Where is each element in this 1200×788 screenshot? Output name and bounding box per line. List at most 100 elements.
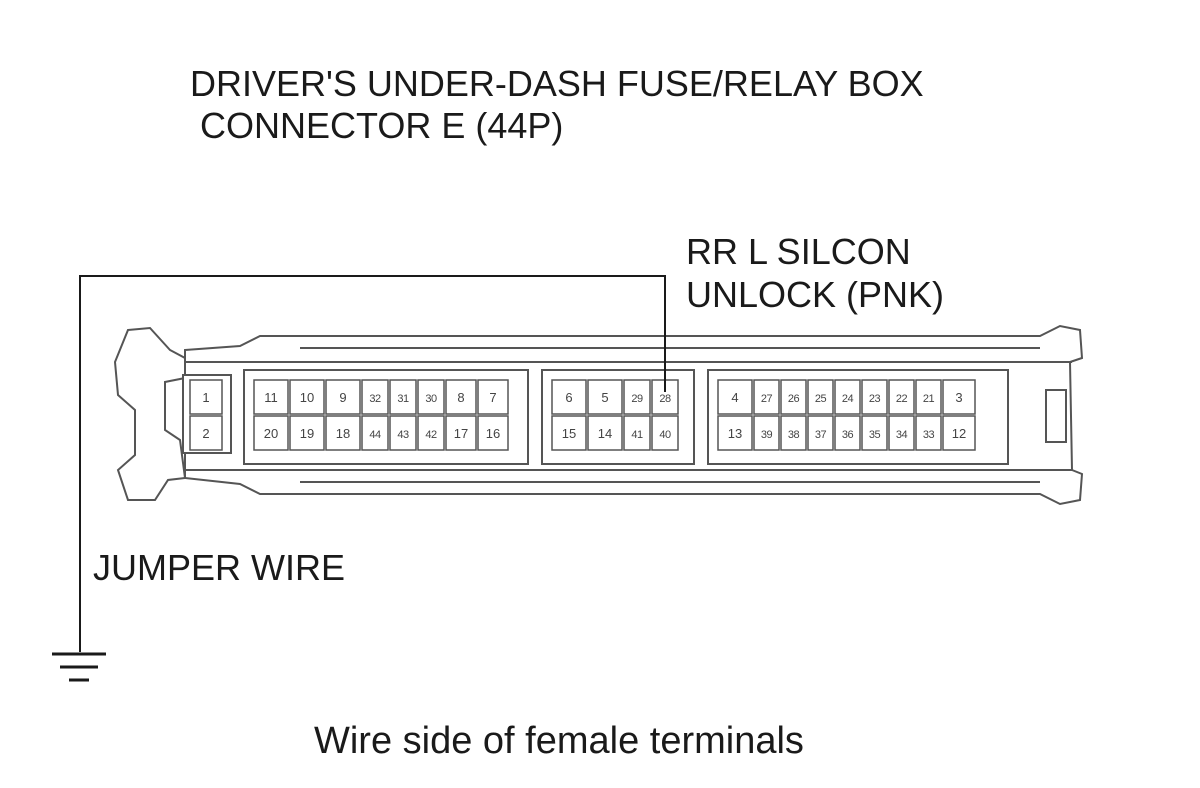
terminal-label-44: 44 [369, 429, 381, 441]
terminal-label-9: 9 [339, 390, 346, 405]
terminal-label-22: 22 [896, 393, 908, 405]
terminal-label-36: 36 [842, 429, 854, 441]
title-line-1: DRIVER'S UNDER-DASH FUSE/RELAY BOX [190, 63, 924, 104]
terminal-cell-27 [753, 379, 780, 415]
terminal-cell-10 [289, 379, 325, 415]
jumper-wire [79, 275, 666, 652]
terminal-label-43: 43 [397, 429, 409, 441]
terminal-label-40: 40 [659, 429, 671, 441]
terminal-label-31: 31 [397, 393, 409, 405]
terminal-label-6: 6 [565, 390, 572, 405]
terminal-cell-35 [861, 415, 888, 451]
terminal-label-3: 3 [955, 390, 962, 405]
terminal-label-7: 7 [489, 390, 496, 405]
terminal-cell-44 [361, 415, 389, 451]
terminal-cell-38 [780, 415, 807, 451]
terminal-cell-41 [623, 415, 651, 451]
terminal-label-5: 5 [601, 390, 608, 405]
caption: Wire side of female terminals [314, 720, 804, 762]
terminal-cell-20 [253, 415, 289, 451]
terminal-label-11: 11 [264, 390, 278, 405]
terminal-cell-5 [587, 379, 623, 415]
terminal-cell-1 [189, 379, 223, 415]
terminal-label-29: 29 [631, 393, 643, 405]
terminal-label-14: 14 [598, 426, 612, 441]
connector-body [113, 324, 1084, 506]
terminal-cell-40 [651, 415, 679, 451]
terminal-cell-2 [189, 415, 223, 451]
terminal-cell-23 [861, 379, 888, 415]
terminal-cell-12 [942, 415, 976, 451]
terminal-label-24: 24 [842, 393, 854, 405]
terminal-label-4: 4 [731, 390, 738, 405]
terminal-cell-3 [942, 379, 976, 415]
ground-icon [52, 652, 106, 682]
terminal-cell-15 [551, 415, 587, 451]
terminal-label-16: 16 [486, 426, 500, 441]
wire-label-line-2: UNLOCK (PNK) [686, 274, 944, 315]
terminal-cell-9 [325, 379, 361, 415]
terminal-cell-29 [623, 379, 651, 415]
terminal-label-41: 41 [631, 429, 643, 441]
terminal-label-26: 26 [788, 393, 800, 405]
terminal-cell-42 [417, 415, 445, 451]
terminal-label-27: 27 [761, 393, 773, 405]
terminal-label-39: 39 [761, 429, 773, 441]
terminal-cell-39 [753, 415, 780, 451]
terminal-cell-37 [807, 415, 834, 451]
connector-left-latch [113, 326, 187, 501]
terminal-label-10: 10 [300, 390, 314, 405]
terminal-pins: 1211201019918324431433042817716615514294… [189, 379, 976, 451]
terminal-cell-17 [445, 415, 477, 451]
terminal-label-23: 23 [869, 393, 881, 405]
terminal-cell-24 [834, 379, 861, 415]
terminal-cell-6 [551, 379, 587, 415]
terminal-label-19: 19 [300, 426, 314, 441]
terminal-label-37: 37 [815, 429, 827, 441]
title-line-2: CONNECTOR E (44P) [200, 105, 563, 146]
terminal-cell-4 [717, 379, 753, 415]
terminal-cell-25 [807, 379, 834, 415]
terminal-label-34: 34 [896, 429, 908, 441]
terminal-cell-33 [915, 415, 942, 451]
terminal-label-25: 25 [815, 393, 827, 405]
terminal-cell-19 [289, 415, 325, 451]
terminal-label-1: 1 [202, 390, 209, 405]
terminal-cell-7 [477, 379, 509, 415]
right-tab [1045, 389, 1067, 443]
terminal-label-38: 38 [788, 429, 800, 441]
terminal-label-13: 13 [728, 426, 742, 441]
terminal-cell-22 [888, 379, 915, 415]
terminal-label-42: 42 [425, 429, 437, 441]
terminal-cell-16 [477, 415, 509, 451]
terminal-cell-13 [717, 415, 753, 451]
terminal-label-12: 12 [952, 426, 966, 441]
terminal-label-2: 2 [202, 426, 209, 441]
terminal-cell-8 [445, 379, 477, 415]
terminal-label-17: 17 [454, 426, 468, 441]
terminal-cell-43 [389, 415, 417, 451]
terminal-label-35: 35 [869, 429, 881, 441]
terminal-cell-31 [389, 379, 417, 415]
terminal-label-30: 30 [425, 393, 437, 405]
terminal-cell-21 [915, 379, 942, 415]
terminal-cell-34 [888, 415, 915, 451]
terminal-label-32: 32 [369, 393, 381, 405]
terminal-label-18: 18 [336, 426, 350, 441]
terminal-label-33: 33 [923, 429, 935, 441]
terminal-cell-11 [253, 379, 289, 415]
terminal-cell-32 [361, 379, 389, 415]
terminal-label-28: 28 [659, 393, 671, 405]
terminal-label-8: 8 [457, 390, 464, 405]
jumper-wire-label: JUMPER WIRE [93, 547, 345, 588]
terminal-label-21: 21 [923, 393, 935, 405]
terminal-cell-26 [780, 379, 807, 415]
terminal-cell-36 [834, 415, 861, 451]
terminal-cell-30 [417, 379, 445, 415]
terminal-label-20: 20 [264, 426, 278, 441]
terminal-cell-18 [325, 415, 361, 451]
wire-label-line-1: RR L SILCON [686, 231, 911, 272]
terminal-cell-14 [587, 415, 623, 451]
